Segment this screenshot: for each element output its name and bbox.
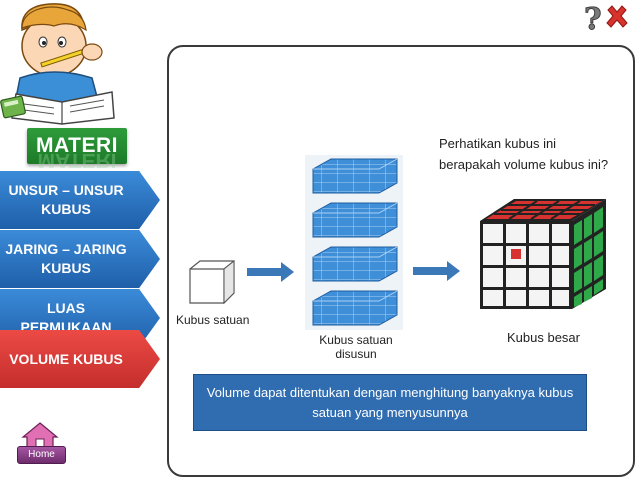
nav-volume-kubus-label: VOLUME KUBUS — [9, 350, 123, 367]
unit-cube-label: Kubus satuan — [176, 313, 250, 327]
house-icon — [21, 422, 59, 449]
prompt-line-2: berapakah volume kubus ini? — [439, 157, 609, 172]
close-icon[interactable] — [604, 4, 630, 30]
nav-volume-kubus[interactable]: VOLUME KUBUS — [0, 330, 160, 388]
student-illustration — [0, 3, 115, 125]
unit-cube-image — [189, 259, 235, 305]
svg-text:?: ? — [584, 2, 602, 32]
materi-header-reflection: MATERI — [37, 152, 117, 168]
stacked-cubes-label: Kubus satuan disusun — [319, 333, 393, 361]
big-cube-label: Kubus besar — [507, 330, 580, 345]
nav-jaring-kubus[interactable]: JARING – JARING KUBUS — [0, 230, 160, 288]
prompt-line-1: Perhatikan kubus ini — [439, 136, 557, 151]
right-arrow-icon — [413, 261, 460, 281]
nav-jaring-kubus-label: JARING – JARING KUBUS — [5, 241, 127, 276]
home-button[interactable]: Home — [15, 421, 66, 466]
stacked-cubes-image — [312, 158, 398, 326]
right-arrow-icon — [247, 262, 294, 282]
nav-unsur-kubus-label: UNSUR – UNSUR KUBUS — [8, 182, 124, 217]
question-prompt: Perhatikan kubus ini berapakah volume ku… — [439, 133, 608, 175]
info-text: Volume dapat ditentukan dengan menghitun… — [206, 384, 574, 420]
help-question-icon[interactable]: ? — [581, 2, 607, 32]
nav-unsur-kubus[interactable]: UNSUR – UNSUR KUBUS — [0, 171, 160, 229]
home-label: Home — [17, 446, 66, 464]
materi-header: MATERI — [27, 128, 127, 164]
rubik-cube-image — [480, 199, 606, 309]
info-box: Volume dapat ditentukan dengan menghitun… — [193, 374, 587, 431]
